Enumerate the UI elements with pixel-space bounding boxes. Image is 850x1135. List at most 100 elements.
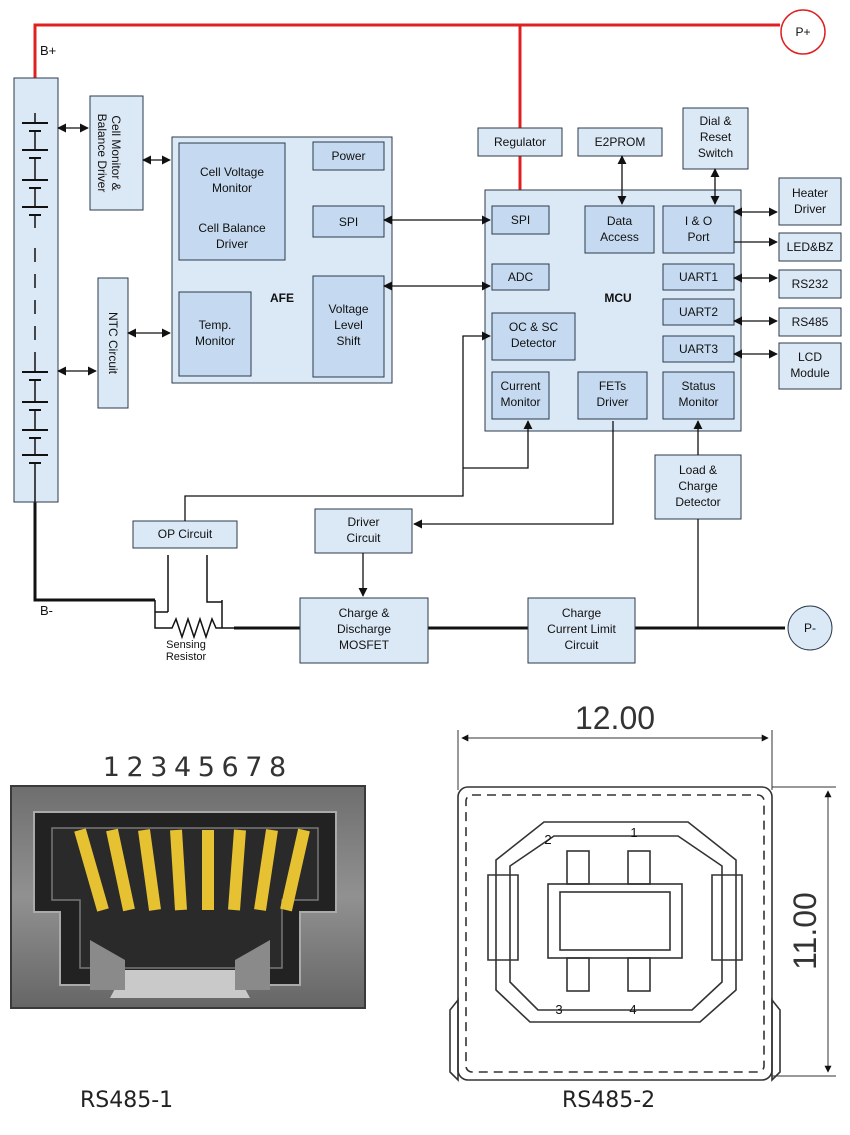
- afe-vls-line2: Level: [334, 318, 363, 332]
- afe-cell-voltage-line2: Monitor: [211, 181, 252, 195]
- afe-voltage-level-box: [312, 275, 385, 378]
- chg-line3: MOSFET: [339, 638, 389, 652]
- mcu-io-line2: Port: [687, 230, 710, 244]
- mcu-uart2-box: [662, 298, 735, 326]
- ntc-circuit-label: NTC Circuit: [106, 312, 120, 374]
- mcu-adc-box: [491, 263, 550, 291]
- mcu-data-access-box: [584, 205, 655, 254]
- afe-vls-line1: Voltage: [328, 302, 369, 316]
- heater-driver-block: [778, 177, 842, 226]
- mcu-uart2-label: UART2: [678, 305, 719, 319]
- rs485-2-pin2-label: 2: [544, 832, 552, 847]
- mcu-status-line2: Monitor: [678, 395, 719, 409]
- load-line1: Load &: [678, 463, 718, 477]
- rs485-2-pin3-label: 3: [555, 1002, 563, 1017]
- rs485-2-pin4-label: 4: [629, 1002, 637, 1017]
- rs485-2-connector-drawing: [449, 730, 836, 1082]
- driver-line2: Circuit: [346, 531, 381, 545]
- chg-line2: Discharge: [336, 622, 392, 636]
- p-minus-label: P-: [804, 621, 816, 635]
- mcu-io-port-box: [662, 205, 735, 254]
- battery-pack: [13, 77, 59, 503]
- mcu-adc-label: ADC: [507, 270, 534, 284]
- ccl-line1: Charge: [561, 606, 602, 620]
- mcu-io-line1: I & O: [684, 214, 713, 228]
- op-circuit-block: [132, 520, 238, 549]
- afe-cell-voltage-line1: Cell Voltage: [199, 165, 265, 179]
- driver-circuit-block: [314, 508, 413, 554]
- rs232-block: [778, 269, 842, 299]
- mcu-status-monitor-box: [662, 371, 735, 420]
- load-line3: Detector: [675, 495, 721, 509]
- gold-contacts: [74, 828, 310, 912]
- mcu-current-line2: Monitor: [500, 395, 541, 409]
- mcu-fets-line2: Driver: [596, 395, 629, 409]
- rs485-2-pin1-label: 1: [630, 825, 638, 840]
- sensing-line1: Sensing: [166, 639, 206, 651]
- afe-power-label: Power: [331, 149, 366, 163]
- rs485-2-width-dimension: 12.00: [574, 700, 656, 736]
- cell-monitor-block: [89, 95, 144, 211]
- mcu-data-line1: Data: [606, 214, 633, 228]
- ccl-line3: Circuit: [564, 638, 599, 652]
- afe-title: AFE: [270, 291, 294, 305]
- charge-current-limit-block: [527, 597, 636, 664]
- rs485-1-pin-numbers: 1 2 3 4 5 6 7 8: [102, 752, 287, 783]
- mcu-data-line2: Access: [600, 230, 639, 244]
- afe-spi-box: [312, 205, 385, 238]
- rs485-1-connector-image: [10, 785, 366, 1009]
- afe-vls-line3: Shift: [336, 334, 361, 348]
- signal-connections: [57, 123, 778, 628]
- op-circuit-label: OP Circuit: [157, 527, 213, 541]
- rs485-2-caption: RS485-2: [562, 1088, 656, 1113]
- p-plus-terminal: [780, 9, 826, 55]
- battery-cells: [22, 113, 48, 502]
- rs232-label: RS232: [791, 277, 829, 291]
- mcu-status-line1: Status: [681, 379, 716, 393]
- p-minus-terminal: [787, 605, 833, 651]
- mcu-ocsc-box: [491, 312, 576, 361]
- lcd-line2: Module: [790, 366, 830, 380]
- mcu-uart1-box: [662, 263, 735, 291]
- afe-power-box: [312, 141, 385, 171]
- ccl-line2: Current Limit: [547, 622, 616, 636]
- load-charge-detector-block: [654, 454, 742, 520]
- power-positive-line: [33, 23, 780, 190]
- cell-monitor-label: Cell Monitor & Balance Driver: [95, 113, 123, 193]
- mcu-spi-box: [491, 205, 550, 235]
- afe-cell-balance-line1: Cell Balance: [198, 221, 266, 235]
- lcd-line1: LCD: [797, 350, 822, 364]
- sensing-line2: Resistor: [165, 651, 207, 663]
- heater-line2: Driver: [794, 202, 826, 216]
- mcu-fets-driver-box: [577, 371, 648, 420]
- e2prom-block: [577, 127, 663, 157]
- dial-line1: Dial &: [699, 114, 732, 128]
- mcu-spi-label: SPI: [510, 213, 531, 227]
- rs485-2-height-dimension: 11.00: [787, 892, 823, 970]
- afe-temp-line1: Temp.: [198, 318, 232, 332]
- mcu-fets-line1: FETs: [598, 379, 627, 393]
- led-bz-label: LED&BZ: [786, 240, 834, 254]
- mcu-ocsc-line1: OC & SC: [508, 320, 559, 334]
- rs485-label: RS485: [791, 315, 829, 329]
- afe-temp-line2: Monitor: [194, 334, 235, 348]
- charge-discharge-mosfet-block: [299, 597, 429, 664]
- afe-cell-voltage-box: [178, 142, 286, 261]
- driver-line1: Driver: [347, 515, 380, 529]
- rs485-block: [778, 307, 842, 337]
- chg-line1: Charge &: [338, 606, 390, 620]
- regulator-block: [477, 127, 563, 157]
- load-line2: Charge: [678, 479, 718, 493]
- regulator-label: Regulator: [493, 135, 547, 149]
- e2prom-label: E2PROM: [594, 135, 646, 149]
- mcu-uart1-label: UART1: [678, 270, 719, 284]
- mcu-uart3-label: UART3: [678, 342, 719, 356]
- lcd-module-block: [778, 342, 842, 390]
- mcu-title: MCU: [604, 291, 632, 305]
- mcu-current-line1: Current: [500, 379, 541, 393]
- led-bz-block: [778, 232, 842, 262]
- dial-reset-block: [682, 107, 749, 170]
- mcu-current-monitor-box: [491, 371, 550, 420]
